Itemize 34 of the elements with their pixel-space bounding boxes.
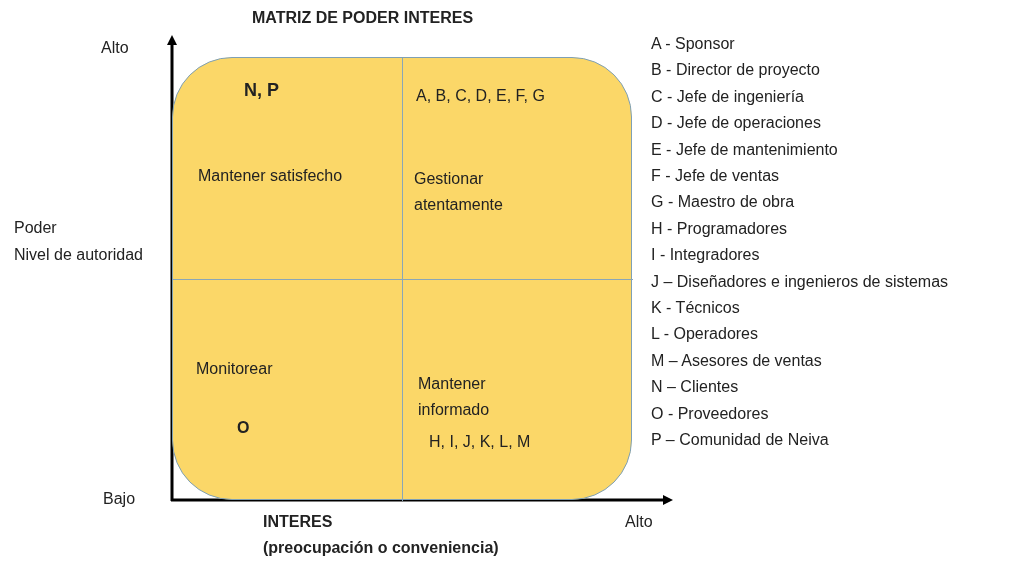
- legend-entry: I - Integradores: [651, 245, 760, 266]
- axis-label: Poder: [14, 218, 57, 238]
- legend-entry: A - Sponsor: [651, 34, 735, 54]
- legend-entry: E - Jefe de mantenimiento: [651, 139, 838, 160]
- legend-entry: M – Asesores de ventas: [651, 350, 822, 371]
- axis-label: Bajo: [103, 489, 136, 509]
- stakeholder-codes: H, I, J, K, L, M: [429, 432, 531, 452]
- legend-entry: H - Programadores: [651, 218, 788, 239]
- axis-label: Nivel de autoridad: [14, 245, 143, 265]
- axis-label: INTERES: [263, 512, 333, 532]
- legend-entry: B - Director de proyecto: [651, 60, 820, 81]
- chart-title: MATRIZ DE PODER INTERES: [252, 8, 474, 28]
- strategy-label: Gestionar atentamente: [414, 169, 504, 215]
- legend-entry: C - Jefe de ingeniería: [651, 86, 804, 107]
- axis-label: (preocupación o conveniencia): [263, 538, 499, 558]
- legend-entry: N – Clientes: [651, 377, 739, 398]
- strategy-label: Monitorear: [196, 359, 273, 379]
- legend-entry: F - Jefe de ventas: [651, 166, 780, 186]
- legend-entry: O - Proveedores: [651, 403, 769, 424]
- stakeholder-codes: N, P: [244, 80, 279, 100]
- stakeholder-codes: A, B, C, D, E, F, G: [416, 86, 545, 106]
- strategy-label: Mantener satisfecho: [198, 166, 343, 186]
- legend-entry: P – Comunidad de Neiva: [651, 430, 829, 450]
- stakeholder-codes: O: [237, 418, 250, 438]
- legend-entry: J – Diseñadores e ingenieros de sistemas: [651, 271, 949, 292]
- matrix-panel: [172, 57, 632, 500]
- legend-entry: D - Jefe de operaciones: [651, 113, 821, 134]
- legend-entry: G - Maestro de obra: [651, 192, 795, 213]
- quadrant: [173, 58, 403, 280]
- legend-entry: K - Técnicos: [651, 298, 740, 318]
- strategy-label: Mantener informado: [418, 374, 491, 420]
- legend-entry: L - Operadores: [651, 324, 758, 345]
- axis-label: Alto: [101, 38, 129, 58]
- axis-label: Alto: [625, 512, 653, 532]
